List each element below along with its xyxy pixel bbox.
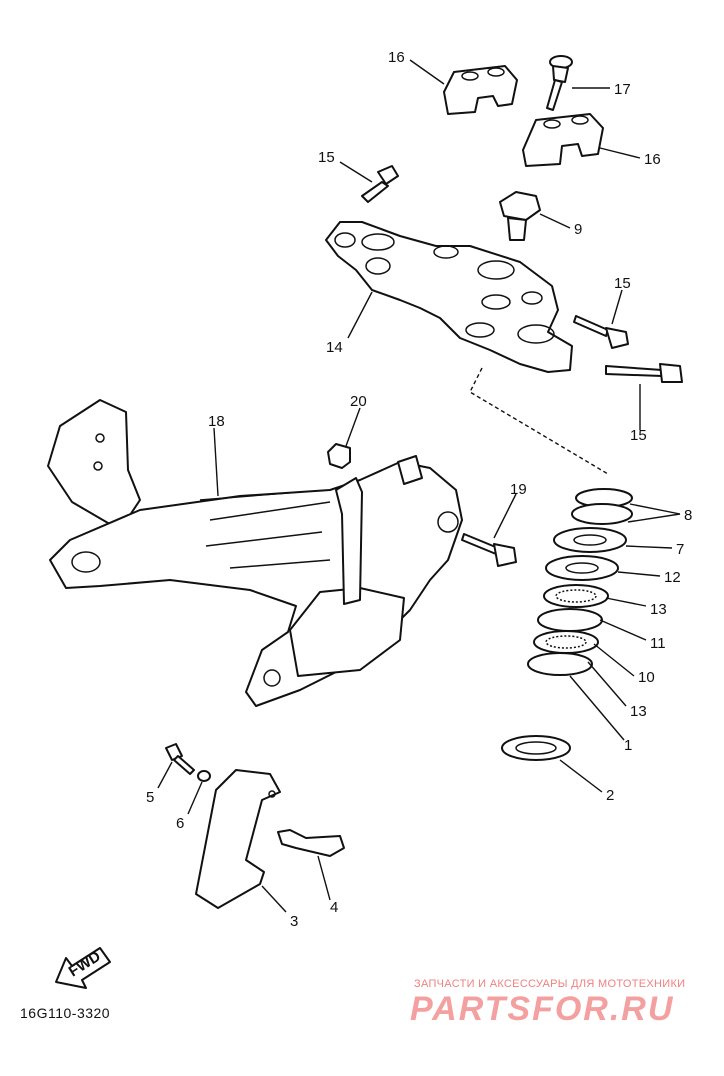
bolt-15-upper — [361, 165, 399, 203]
bolt-17 — [546, 55, 573, 111]
bracket-3 — [195, 769, 281, 909]
label-9: 9 — [574, 221, 582, 238]
clamp-4 — [277, 829, 345, 857]
label-10: 10 — [638, 669, 655, 686]
label-15-right: 15 — [614, 275, 631, 292]
label-3: 3 — [290, 913, 298, 930]
label-12: 12 — [664, 569, 681, 586]
bolt-9 — [499, 191, 541, 241]
label-15-lower: 15 — [630, 427, 647, 444]
washer-6 — [197, 770, 211, 782]
watermark-tagline: ЗАПЧАСТИ И АКСЕССУАРЫ ДЛЯ МОТОТЕХНИКИ — [414, 978, 686, 990]
bolt-19 — [461, 533, 517, 567]
upper-bracket-14 — [325, 221, 573, 373]
label-2: 2 — [606, 787, 614, 804]
label-13-lower: 13 — [630, 703, 647, 720]
handlebar-holder-upper — [443, 65, 518, 115]
leader-lines — [157, 59, 681, 913]
label-18: 18 — [208, 413, 225, 430]
label-16-lower: 16 — [644, 151, 661, 168]
nut-20 — [327, 443, 351, 469]
label-5: 5 — [146, 789, 154, 806]
bolt-15-right-lower — [605, 363, 683, 383]
fwd-arrow-icon: FWD — [55, 947, 111, 989]
label-4: 4 — [330, 899, 338, 916]
dust-seal-2 — [501, 735, 571, 761]
label-11: 11 — [650, 635, 666, 652]
label-1: 1 — [624, 737, 632, 754]
label-14: 14 — [326, 339, 343, 356]
watermark-brand: PARTSFOR.RU — [410, 990, 675, 1028]
part-labels: 16 17 16 15 9 15 14 15 20 18 19 8 7 12 1… — [146, 49, 692, 930]
label-19: 19 — [510, 481, 527, 498]
bolt-5 — [165, 743, 195, 775]
label-6: 6 — [176, 815, 184, 832]
label-20: 20 — [350, 393, 367, 410]
steering-stack — [527, 488, 633, 676]
label-7: 7 — [676, 541, 684, 558]
headlight-stay-18 — [47, 399, 463, 707]
label-15-upper: 15 — [318, 149, 335, 166]
label-17: 17 — [614, 81, 631, 98]
label-13-upper: 13 — [650, 601, 667, 618]
label-16-top: 16 — [388, 49, 405, 66]
label-8: 8 — [684, 507, 692, 524]
bolt-15-right-upper — [573, 315, 629, 349]
handlebar-holder-lower — [522, 113, 604, 167]
diagram-code: 16G110-3320 — [20, 1005, 111, 1021]
